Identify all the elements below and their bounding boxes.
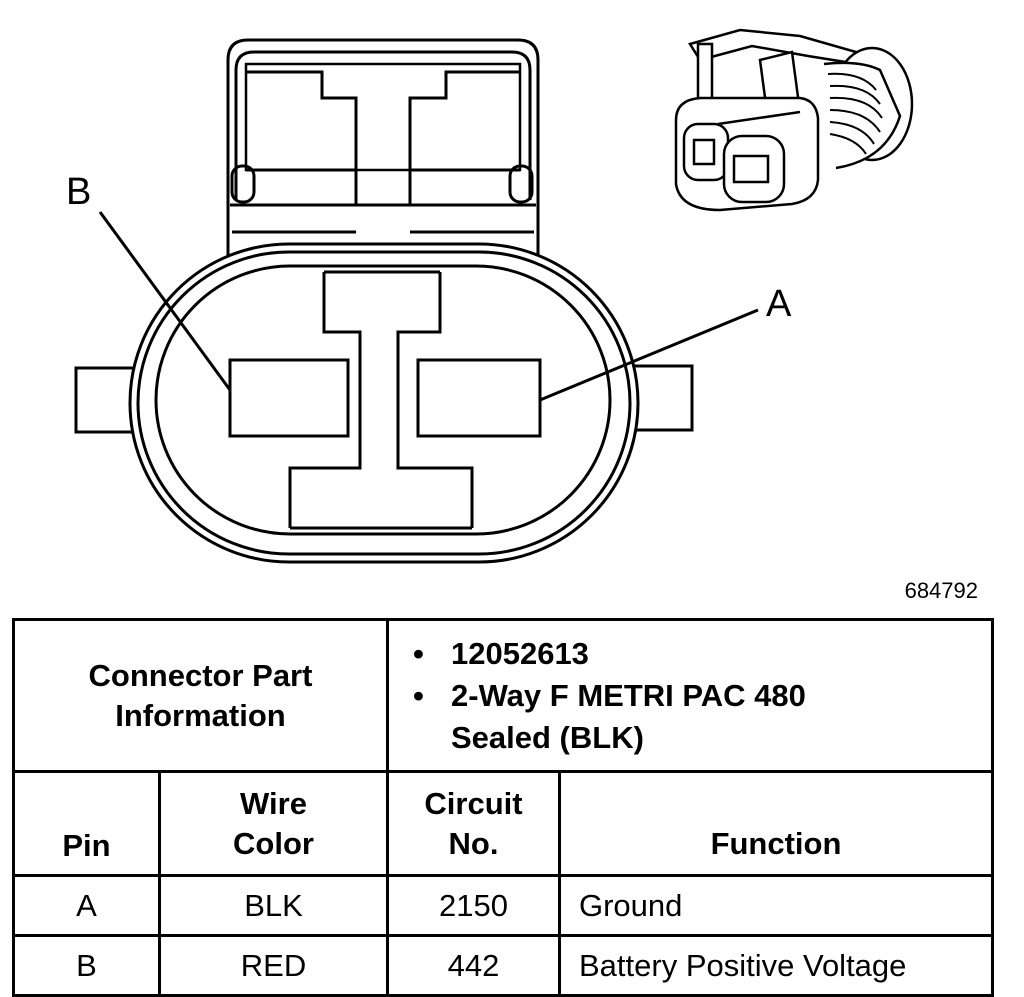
part-description: •2-Way F METRI PAC 480 Sealed (BLK) — [413, 675, 891, 759]
header-circuit-no: Circuit No. — [386, 770, 561, 877]
leader-line-a — [539, 308, 759, 402]
connector-thumbnail — [674, 28, 914, 212]
header-pin: Pin — [12, 770, 161, 877]
row-a-pin: A — [12, 874, 161, 937]
part-info-row: Connector Part Information •12052613 •2-… — [12, 618, 994, 773]
table-header-row: Pin Wire Color Circuit No. Function — [12, 770, 994, 877]
connector-face — [128, 242, 640, 564]
figure-number: 684792 — [905, 578, 978, 603]
row-a-wire-color: BLK — [158, 874, 389, 937]
row-b-pin: B — [12, 934, 161, 997]
row-a-circuit: 2150 — [386, 874, 561, 937]
connector-info-table: Connector Part Information •12052613 •2-… — [12, 618, 994, 997]
bullet-icon: • — [413, 635, 424, 671]
part-info-title: Connector Part Information — [88, 657, 313, 733]
connector-latch — [226, 38, 540, 270]
row-b-function: Battery Positive Voltage — [558, 934, 994, 997]
side-tabs — [74, 364, 694, 434]
part-info-title-cell: Connector Part Information — [12, 618, 389, 773]
pin-a-label: A — [766, 283, 792, 325]
pin-b-label: B — [66, 171, 91, 213]
table-row: A BLK 2150 Ground — [12, 874, 994, 937]
bullet-icon: • — [413, 677, 424, 713]
part-number: •12052613 — [413, 633, 991, 675]
header-wire-color: Wire Color — [158, 770, 389, 877]
row-a-function: Ground — [558, 874, 994, 937]
cavity-a — [416, 358, 542, 438]
header-function: Function — [558, 770, 994, 877]
part-info-values-cell: •12052613 •2-Way F METRI PAC 480 Sealed … — [386, 618, 994, 773]
cavity-b — [228, 358, 350, 438]
row-b-circuit: 442 — [386, 934, 561, 997]
table-row: B RED 442 Battery Positive Voltage — [12, 934, 994, 997]
row-b-wire-color: RED — [158, 934, 389, 997]
leader-line-b — [98, 211, 232, 391]
connector-diagram: B A 684792 — [66, 28, 978, 603]
